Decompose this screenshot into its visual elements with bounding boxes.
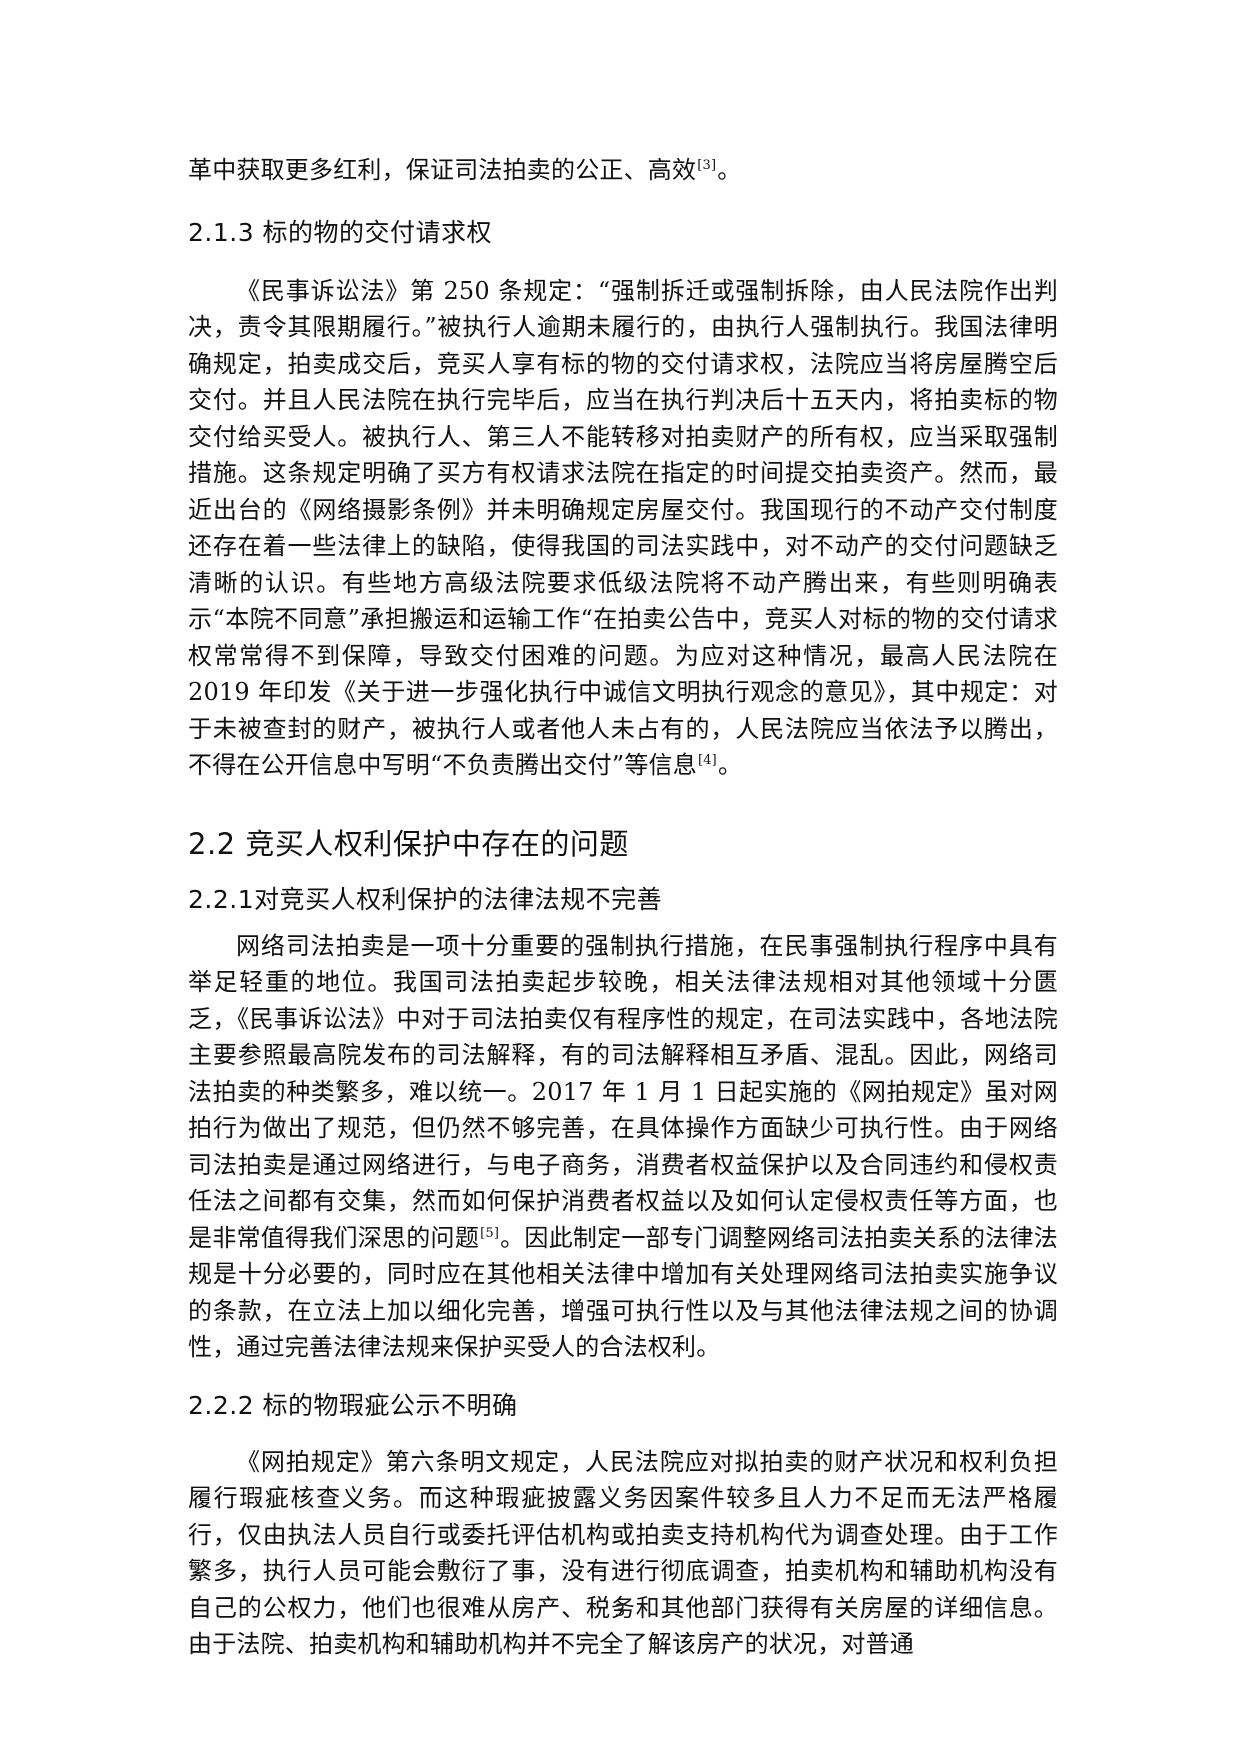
heading-2-2-2: 2.2.2 标的物瑕疵公示不明确 xyxy=(188,1390,518,1420)
citation-5: [5] xyxy=(480,1225,500,1241)
paragraph-2-2-1-text-after: 。因此制定一部专门调整网络司法拍卖关系的法律法规是十分必要的，同时应在其他相关法… xyxy=(188,1223,1058,1362)
heading-2-1-3: 2.1.3 标的物的交付请求权 xyxy=(188,217,493,247)
paragraph-2-2-2: 《网拍规定》第六条明文规定，人民法院应对拟拍卖的财产状况和权利负担履行瑕疵核查义… xyxy=(188,1444,1058,1663)
paragraph-2-2-1: 网络司法拍卖是一项十分重要的强制执行措施，在民事强制执行程序中具有举足轻重的地位… xyxy=(188,928,1058,1366)
page-body: 革中获取更多红利，保证司法拍卖的公正、高效[3]。 2.1.3 标的物的交付请求… xyxy=(188,152,1058,1663)
paragraph-2-2-1-text-before: 网络司法拍卖是一项十分重要的强制执行措施，在民事强制执行程序中具有举足轻重的地位… xyxy=(188,931,1058,1252)
paragraph-2-2-2-text: 《网拍规定》第六条明文规定，人民法院应对拟拍卖的财产状况和权利负担履行瑕疵核查义… xyxy=(188,1447,1058,1659)
page-number: 3 xyxy=(614,1601,626,1621)
continued-paragraph: 革中获取更多红利，保证司法拍卖的公正、高效[3]。 xyxy=(188,152,1058,189)
citation-3: [3] xyxy=(697,158,717,173)
continued-text: 革中获取更多红利，保证司法拍卖的公正、高效 xyxy=(188,156,697,184)
citation-4: [4] xyxy=(697,753,717,768)
heading-2-2-1: 2.2.1对竞买人权利保护的法律法规不完善 xyxy=(188,884,663,914)
paragraph-2-1-3-tail: 。 xyxy=(717,751,743,779)
continued-tail: 。 xyxy=(717,156,742,184)
heading-2-2: 2.2 竞买人权利保护中存在的问题 xyxy=(188,826,629,861)
paragraph-2-1-3: 《民事诉讼法》第 250 条规定：“强制拆迁或强制拆除，由人民法院作出判决，责令… xyxy=(188,273,1058,784)
paragraph-2-1-3-text: 《民事诉讼法》第 250 条规定：“强制拆迁或强制拆除，由人民法院作出判决，责令… xyxy=(188,276,1058,780)
